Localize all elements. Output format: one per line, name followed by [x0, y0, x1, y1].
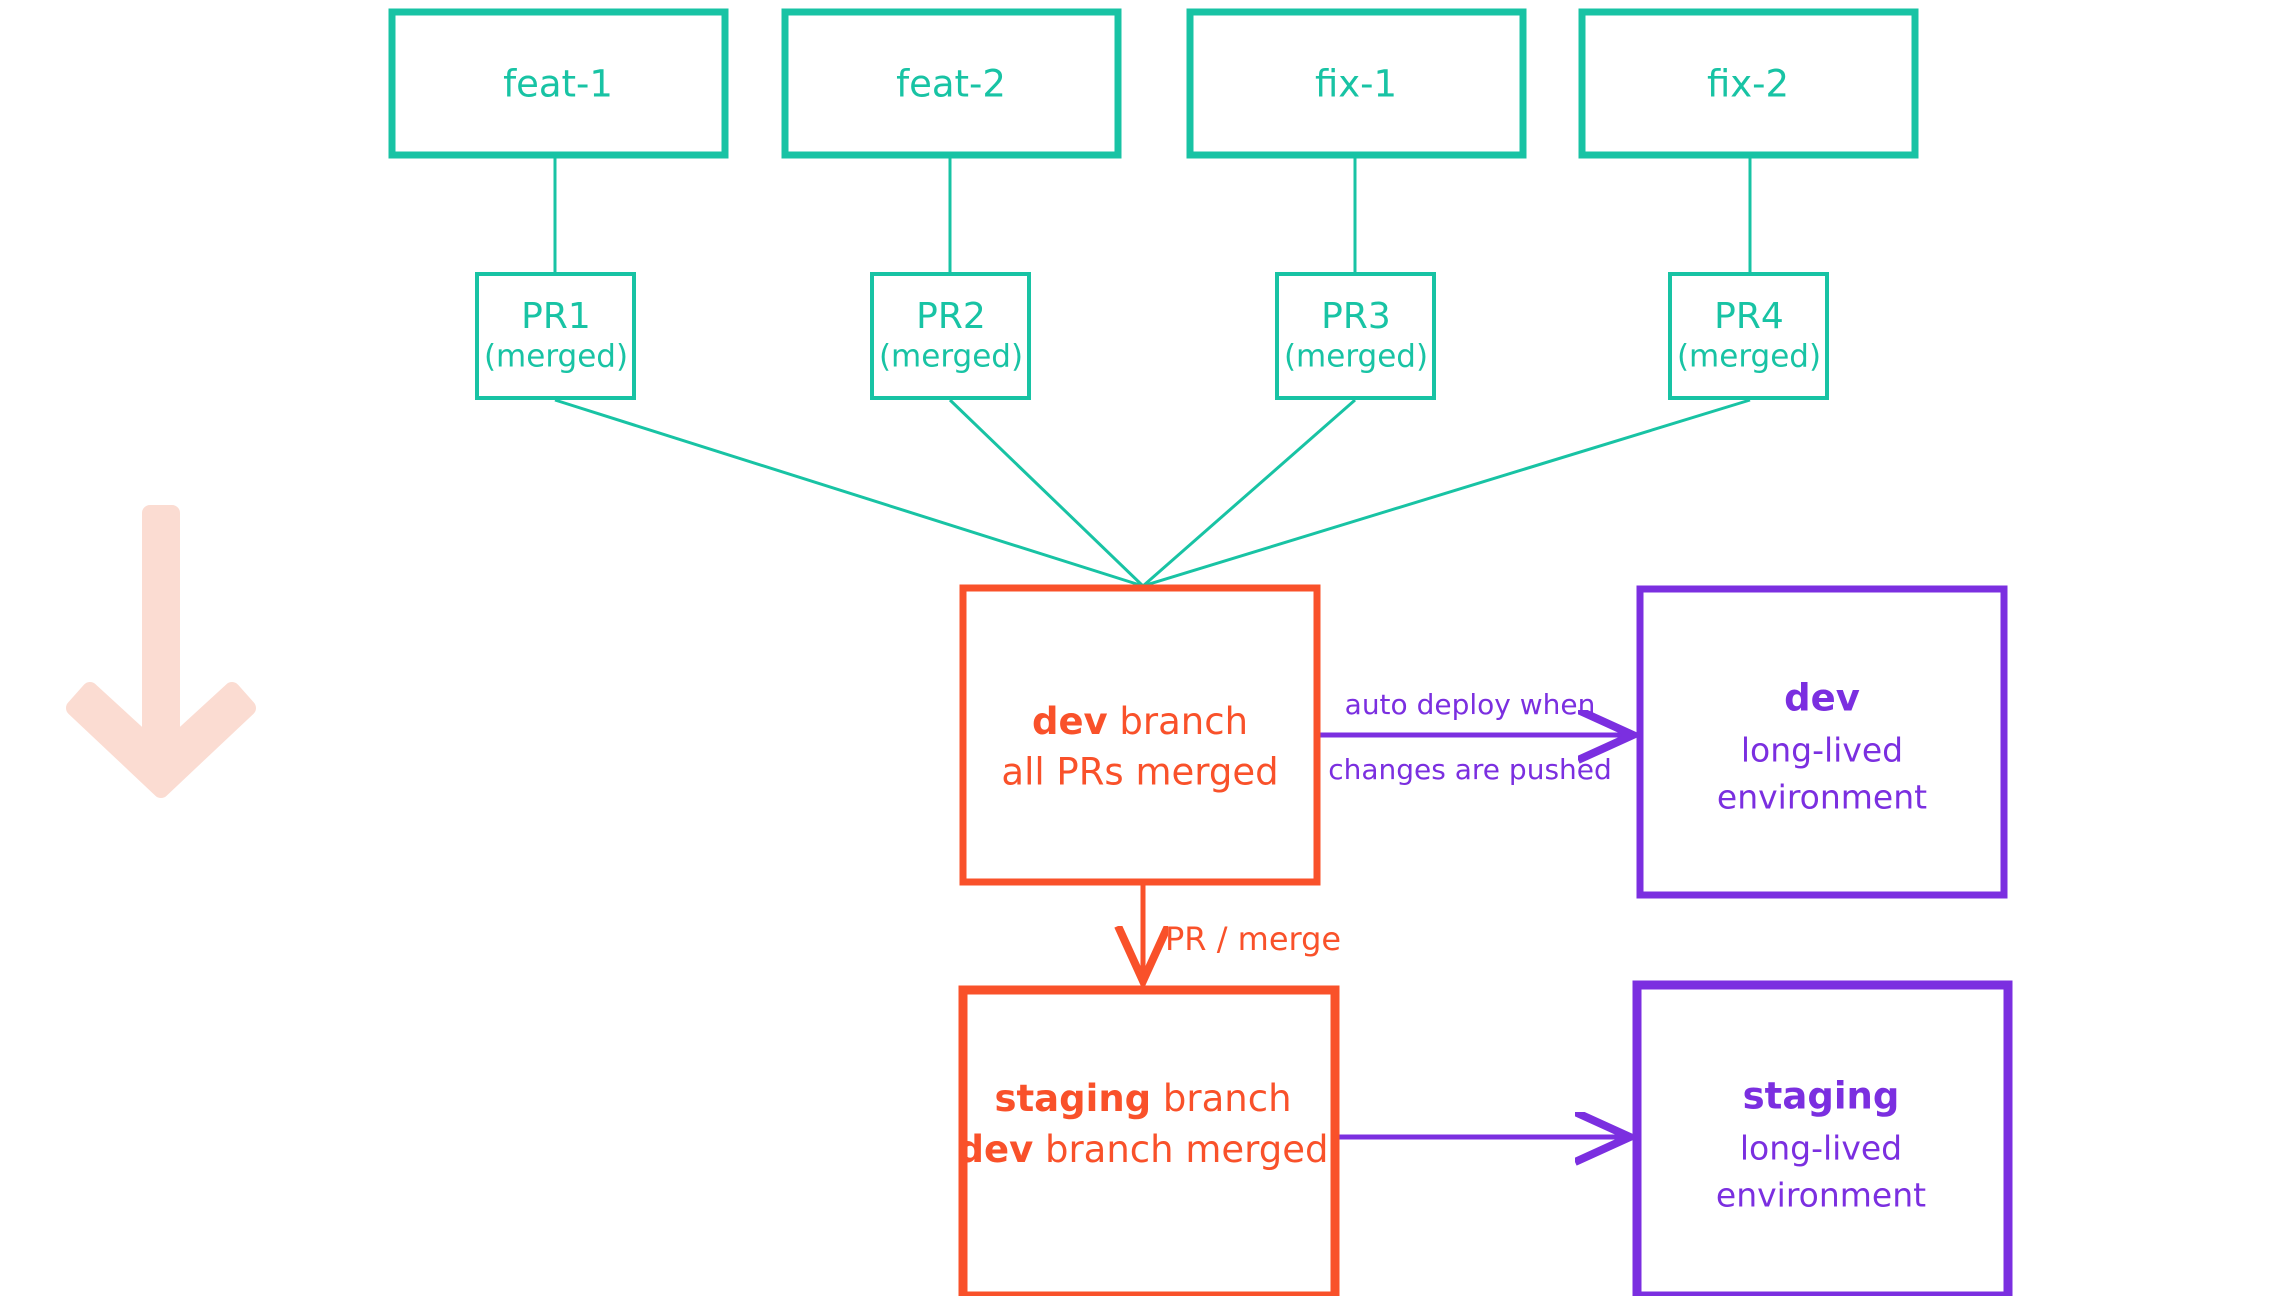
pull-request-title: PR4 — [1714, 296, 1784, 337]
connector-pr1-dev — [554, 398, 1144, 588]
feature-branch-label: feat-1 — [503, 63, 613, 106]
staging-branch-title: staging branch — [994, 1077, 1291, 1120]
pull-request-title: PR2 — [916, 296, 986, 337]
feature-branch-box-fix-2[interactable]: fix-2 — [1578, 8, 1919, 159]
staging-env-line2: long-lived — [1740, 1129, 1902, 1168]
dev-env-title: dev — [1784, 677, 1860, 720]
pull-request-status: (merged) — [484, 339, 628, 375]
connector-pr4-dev — [1142, 398, 1751, 588]
pull-request-title: PR3 — [1321, 296, 1391, 337]
edge-dev-branch-to-dev-env: auto deploy when changes are pushed — [1320, 688, 1628, 786]
dev-env-line3: environment — [1717, 778, 1927, 817]
dev-env-line2: long-lived — [1741, 731, 1903, 770]
edge-label-auto-deploy-line1: auto deploy when — [1345, 688, 1596, 721]
edge-label-pr-merge: PR / merge — [1165, 920, 1341, 958]
pull-request-box-pr4[interactable]: PR4 (merged) — [1668, 272, 1829, 400]
pull-request-box-pr2[interactable]: PR2 (merged) — [870, 272, 1031, 400]
edge-dev-branch-to-staging-branch: PR / merge — [1143, 884, 1341, 976]
dev-branch-title: dev branch — [1032, 700, 1248, 743]
staging-env-line3: environment — [1716, 1176, 1926, 1215]
connector-pr2-dev — [948, 398, 1145, 588]
down-arrow-icon — [66, 505, 256, 798]
pull-request-status: (merged) — [879, 339, 1023, 375]
pull-request-status: (merged) — [1284, 339, 1428, 375]
feature-branch-label: fix-2 — [1707, 63, 1789, 106]
branch-box-dev[interactable]: dev branch all PRs merged — [959, 584, 1321, 886]
pull-request-status: (merged) — [1677, 339, 1821, 375]
pull-request-title: PR1 — [521, 296, 591, 337]
branch-box-staging[interactable]: staging branch dev branch merged — [958, 985, 1340, 1296]
connector-pr3-dev — [1142, 398, 1356, 588]
staging-env-title: staging — [1743, 1075, 1900, 1118]
feature-branch-box-feat-1[interactable]: feat-1 — [388, 8, 729, 159]
feature-branch-label: feat-2 — [896, 63, 1006, 106]
feature-branch-box-fix-1[interactable]: fix-1 — [1186, 8, 1527, 159]
environment-box-dev[interactable]: dev long-lived environment — [1636, 585, 2008, 899]
feature-branch-box-feat-2[interactable]: feat-2 — [781, 8, 1122, 159]
pull-request-box-pr1[interactable]: PR1 (merged) — [475, 272, 636, 400]
pull-request-box-pr3[interactable]: PR3 (merged) — [1275, 272, 1436, 400]
staging-branch-subtitle: dev branch merged — [958, 1128, 1329, 1171]
dev-branch-subtitle: all PRs merged — [1001, 751, 1278, 794]
environment-box-staging[interactable]: staging long-lived environment — [1632, 980, 2013, 1296]
edge-label-auto-deploy-line2: changes are pushed — [1328, 753, 1612, 786]
feature-branch-label: fix-1 — [1315, 63, 1397, 106]
